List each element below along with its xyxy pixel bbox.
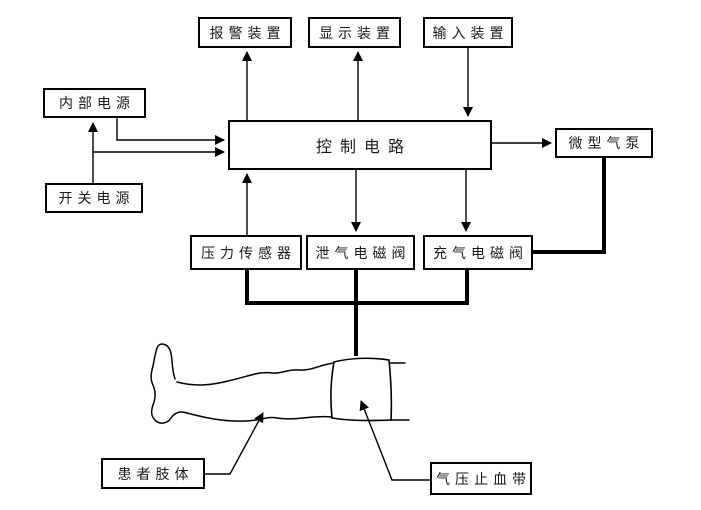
node-switching-power-label: 开关电源 bbox=[58, 192, 135, 207]
node-inflate-solenoid-valve: 充气电磁阀 bbox=[423, 235, 533, 270]
foot-outline bbox=[150, 343, 188, 424]
node-internal-power: 内部电源 bbox=[43, 88, 146, 118]
leader-lines bbox=[200, 400, 431, 481]
label-patient-limb-text: 患者肢体 bbox=[117, 467, 194, 483]
ankle-front-line bbox=[169, 349, 176, 380]
label-pneumatic-tourniquet-text: 气压止血带 bbox=[436, 472, 531, 488]
node-input-device: 输入装置 bbox=[423, 17, 513, 48]
cuff-bottom-edge bbox=[331, 417, 392, 422]
node-micro-air-pump-label: 微型气泵 bbox=[568, 137, 645, 152]
node-control-circuit: 控制电路 bbox=[228, 120, 492, 170]
signal-lines bbox=[88, 48, 552, 235]
cuff-top-edge bbox=[333, 357, 390, 363]
node-pressure-sensor-label: 压力传感器 bbox=[201, 246, 296, 262]
node-switching-power: 开关电源 bbox=[45, 183, 143, 213]
node-alarm-device: 报警装置 bbox=[198, 17, 292, 48]
node-deflate-solenoid-valve: 泄气电磁阀 bbox=[306, 235, 415, 270]
leg-top-line bbox=[176, 362, 335, 386]
label-patient-limb: 患者肢体 bbox=[101, 458, 205, 489]
node-pressure-sensor: 压力传感器 bbox=[190, 235, 302, 270]
node-input-device-label: 输入装置 bbox=[432, 26, 509, 42]
node-display-device: 显示装置 bbox=[308, 17, 401, 48]
tourniquet-cuff-illustration bbox=[330, 357, 393, 422]
node-deflate-solenoid-valve-label: 泄气电磁阀 bbox=[315, 246, 411, 262]
arrow-internal-power-to-control bbox=[116, 118, 225, 145]
tube-pump-to-inflate-valve bbox=[531, 158, 606, 254]
node-micro-air-pump: 微型气泵 bbox=[555, 128, 653, 158]
node-control-circuit-label: 控制电路 bbox=[315, 139, 412, 156]
node-alarm-device-label: 报警装置 bbox=[209, 26, 286, 42]
node-inflate-solenoid-valve-label: 充气电磁阀 bbox=[433, 246, 528, 262]
patient-leg-illustration bbox=[150, 343, 410, 424]
label-pneumatic-tourniquet: 气压止血带 bbox=[430, 462, 532, 495]
cuff-left-edge bbox=[330, 361, 335, 419]
node-display-device-label: 显示装置 bbox=[319, 26, 395, 42]
leg-bottom-line bbox=[186, 412, 333, 422]
node-internal-power-label: 内部电源 bbox=[59, 97, 135, 112]
cuff-right-edge bbox=[388, 359, 393, 421]
leader-patient-limb bbox=[200, 412, 264, 475]
pneumatic-tubes bbox=[245, 158, 606, 356]
leader-tourniquet bbox=[359, 400, 431, 481]
